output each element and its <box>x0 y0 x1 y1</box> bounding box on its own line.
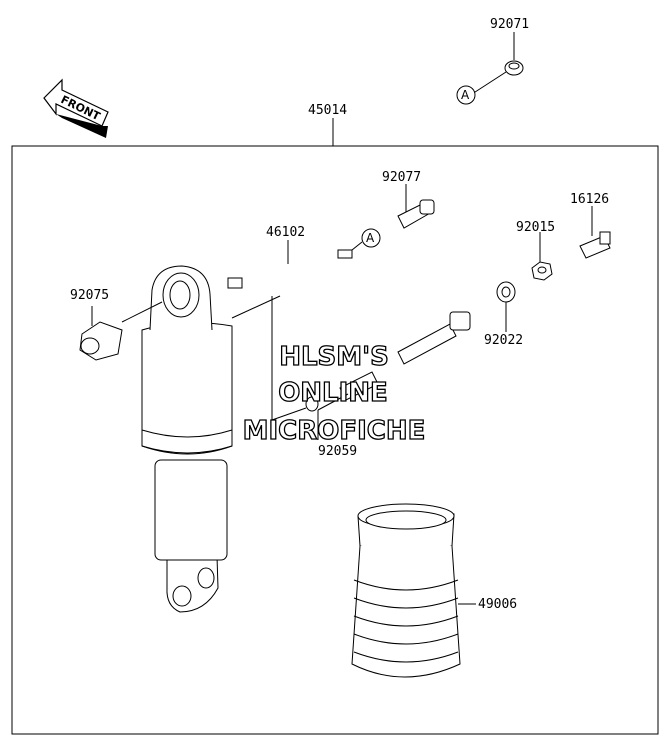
ref-marker-a-middle: A <box>361 228 381 248</box>
callout-45014: 45014 <box>308 103 347 118</box>
assembly-frame <box>11 145 659 735</box>
part-92077-bolt[interactable] <box>397 184 435 229</box>
front-arrow-icon: FRONT <box>43 78 109 138</box>
part-49006-boot[interactable] <box>351 503 476 678</box>
svg-text:A: A <box>366 231 375 245</box>
callout-92075: 92075 <box>70 288 109 303</box>
watermark-line3: MICROFICHE <box>243 416 426 446</box>
part-92071-nut[interactable] <box>504 32 524 76</box>
callout-92077: 92077 <box>382 170 421 185</box>
ref-marker-a-top: A <box>456 85 476 105</box>
part-46102-hose[interactable] <box>227 240 353 289</box>
part-92059-oring[interactable] <box>271 296 349 440</box>
callout-46102: 46102 <box>266 225 305 240</box>
watermark-line1: HLSM'S <box>279 342 389 372</box>
part-16126-valve[interactable] <box>579 206 611 259</box>
callout-92071: 92071 <box>490 17 529 32</box>
watermark-line2: ONLINE <box>278 378 388 408</box>
part-92022-washer[interactable] <box>496 281 516 332</box>
watermark: HLSM'S ONLINE MICROFICHE <box>242 341 426 446</box>
callout-16126: 16126 <box>570 192 609 207</box>
callout-92059: 92059 <box>318 444 357 459</box>
part-92015-nut[interactable] <box>531 232 553 281</box>
callout-92022: 92022 <box>484 333 523 348</box>
callout-49006: 49006 <box>478 597 517 612</box>
shock-absorber-body[interactable] <box>141 265 233 613</box>
svg-text:A: A <box>461 88 470 102</box>
callout-92015: 92015 <box>516 220 555 235</box>
part-92075-bushing[interactable] <box>79 306 123 361</box>
